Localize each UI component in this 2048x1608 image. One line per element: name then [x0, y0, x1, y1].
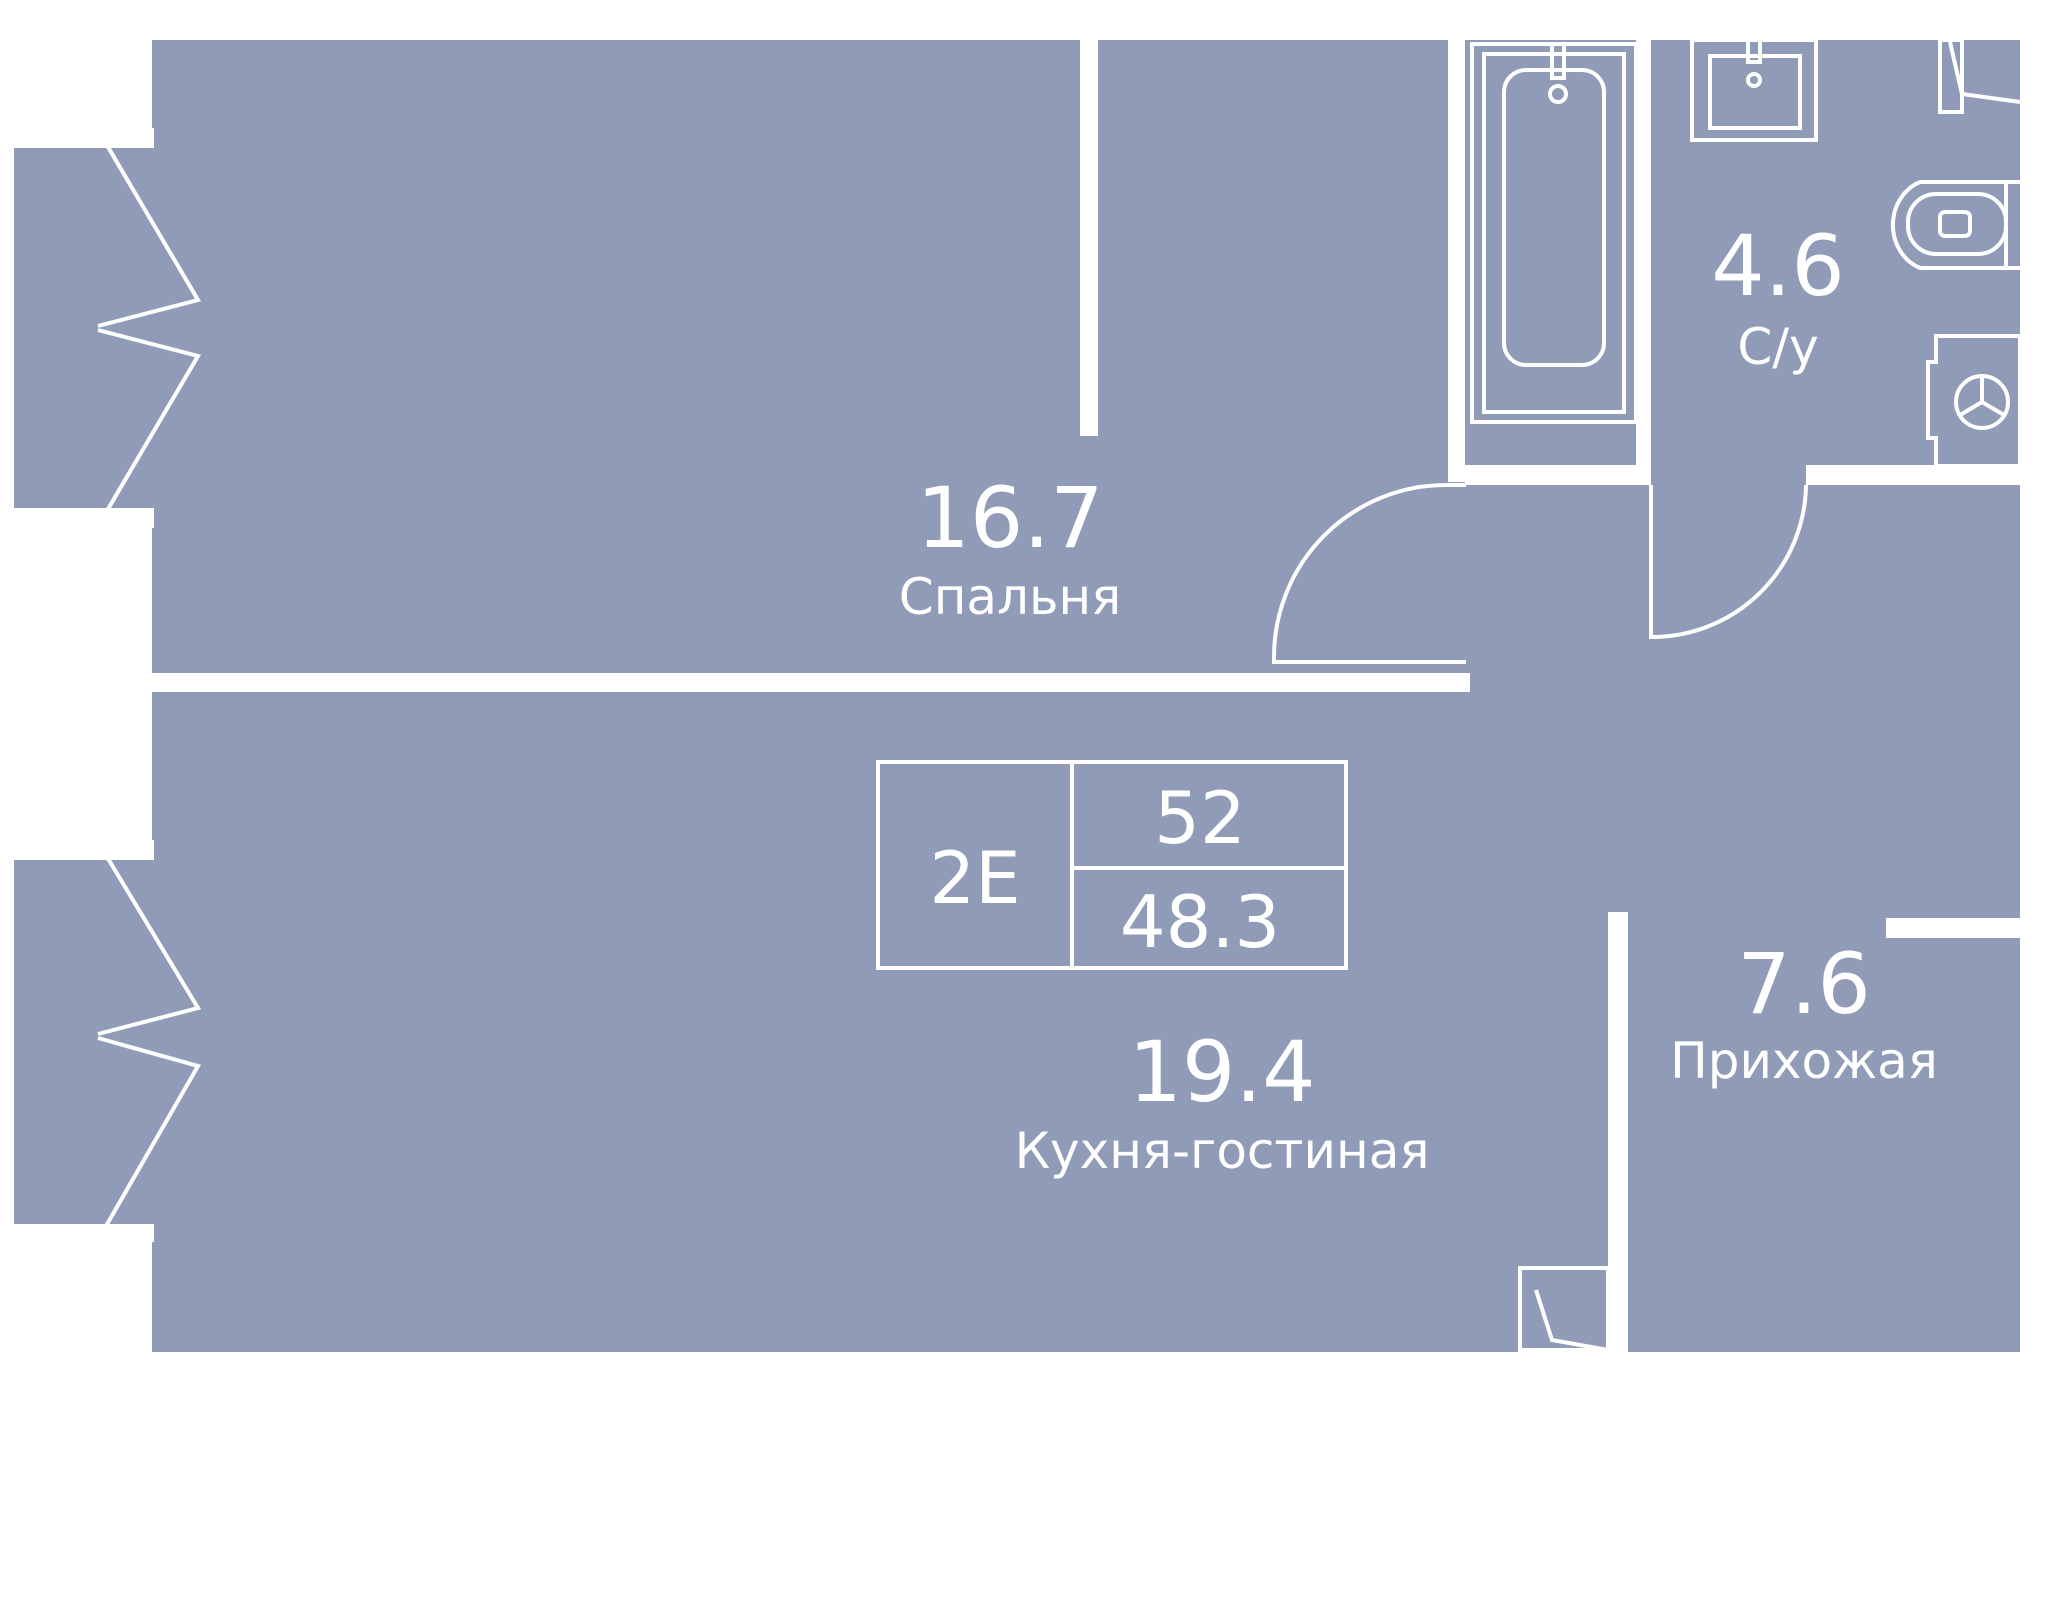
door-swing-icon [1272, 38, 2021, 1352]
living-area: 48.3 [1120, 880, 1280, 964]
hallway-floor [1448, 465, 2020, 1352]
kitchen-living-area: 19.4 [1128, 1023, 1315, 1121]
bedroom-window-bay [14, 148, 154, 508]
wall-hall-right [2020, 40, 2048, 1352]
hallway-name: Прихожая [1670, 1032, 1938, 1090]
bedroom-label: 16.7 Спальня [899, 469, 1121, 626]
walls [152, 40, 2048, 1352]
bedroom-floor [152, 40, 1448, 673]
bedroom-area: 16.7 [916, 469, 1103, 567]
wall-bath-divider [1636, 40, 1651, 465]
bathroom-name: С/у [1737, 318, 1818, 376]
wall-bath-hall-left [1465, 465, 1651, 485]
wall-living-hall [1608, 912, 1628, 1352]
living-window-bay [14, 860, 154, 1224]
bathroom-area: 4.6 [1711, 217, 1845, 315]
total-area: 52 [1154, 776, 1246, 860]
wall-bath-hall-right [1806, 465, 2020, 485]
bathroom-label: 4.6 С/у [1711, 217, 1845, 376]
apartment-type-code: 2E [929, 836, 1020, 920]
bedroom-name: Спальня [899, 568, 1121, 626]
apartment-info-table: 2E 52 48.3 [876, 760, 1348, 970]
bathtub-icon [1470, 42, 1638, 424]
kitchen-living-label: 19.4 Кухня-гостиная [1015, 1023, 1430, 1180]
hallway-label: 7.6 Прихожая [1670, 935, 1938, 1090]
wall-bedroom-living [152, 673, 1470, 692]
living-floor [152, 692, 1504, 1352]
wall-bedroom-partition [1080, 40, 1098, 436]
hallway-area: 7.6 [1737, 935, 1871, 1033]
washing-machine-icon [1926, 334, 2022, 468]
kitchen-living-name: Кухня-гостиная [1015, 1122, 1430, 1180]
sink-icon [1690, 38, 1818, 142]
window-icon [96, 128, 202, 1242]
floor-fills [14, 40, 2020, 1352]
wall-bedroom-bath [1448, 40, 1465, 482]
toilet-icon [1890, 180, 2020, 270]
wall-hall-stub [1886, 918, 2020, 938]
